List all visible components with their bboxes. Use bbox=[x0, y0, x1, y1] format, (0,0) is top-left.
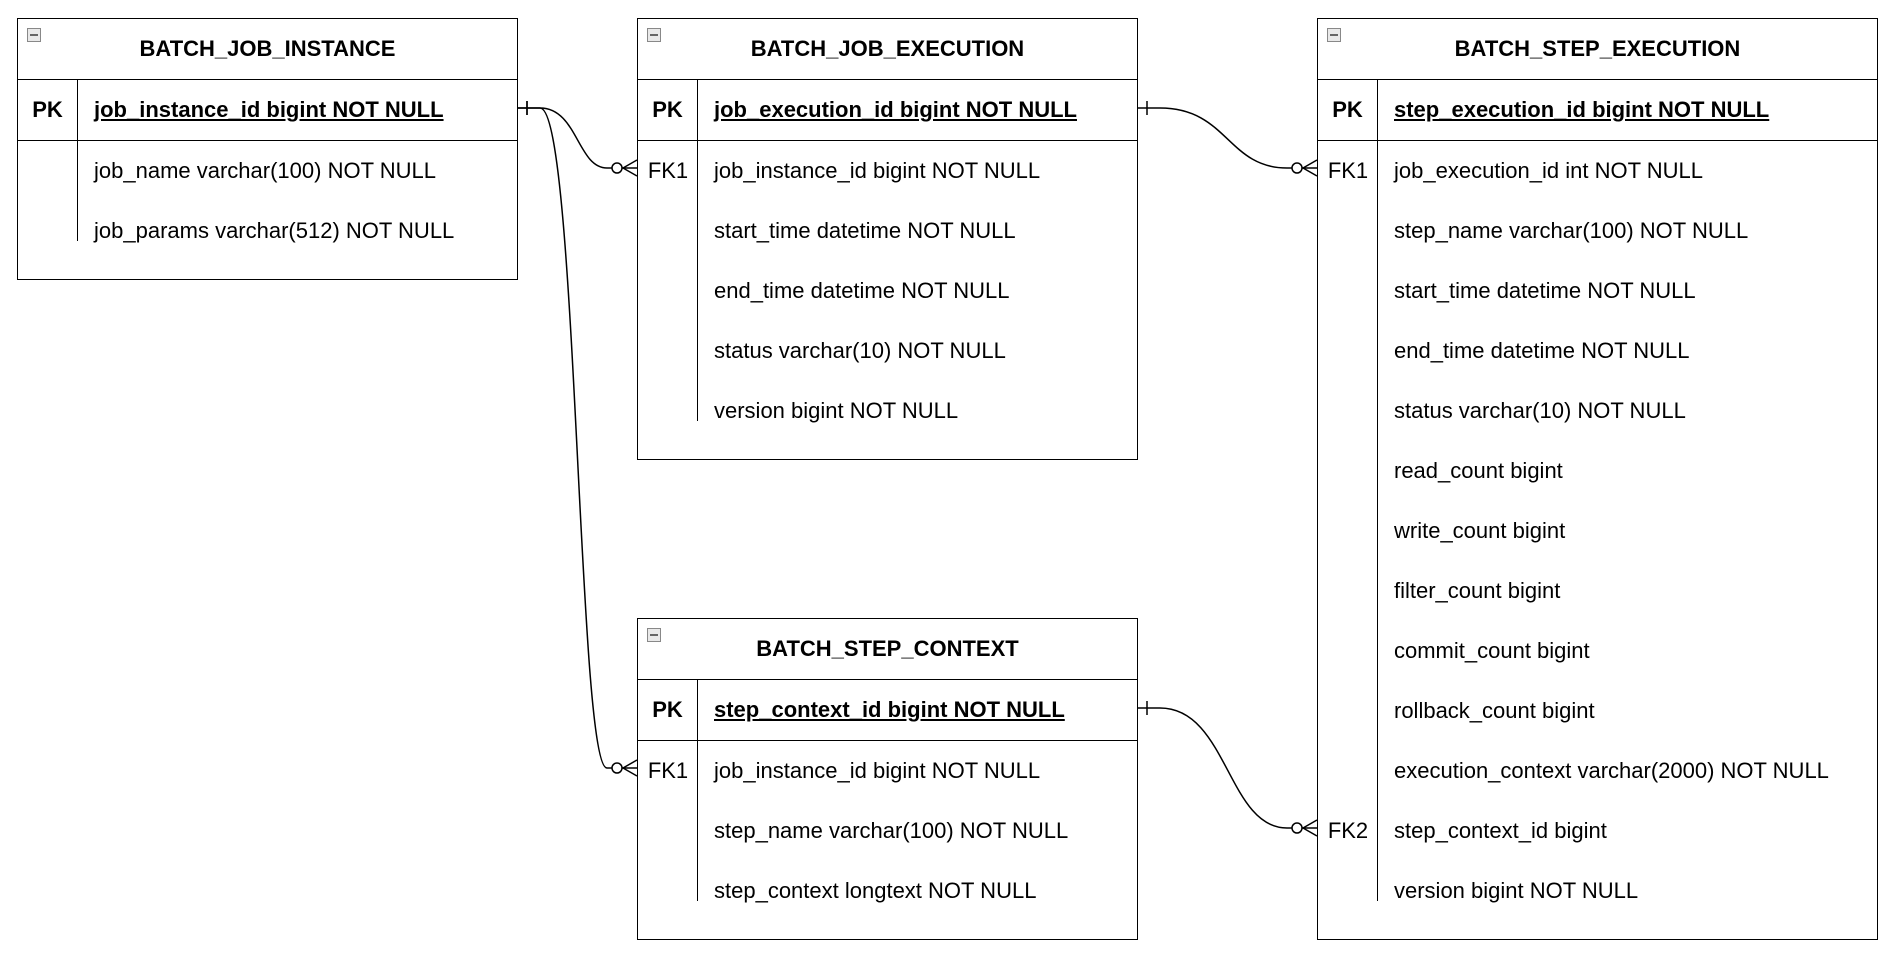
entity-header: BATCH_STEP_EXECUTION bbox=[1318, 19, 1877, 80]
entity-title: BATCH_JOB_INSTANCE bbox=[139, 36, 396, 61]
entity-header: BATCH_JOB_EXECUTION bbox=[638, 19, 1137, 80]
entity-header: BATCH_JOB_INSTANCE bbox=[18, 19, 517, 80]
attribute-text: end_time datetime NOT NULL bbox=[714, 278, 1010, 303]
pk-field: job_instance_id bigint NOT NULL bbox=[94, 97, 444, 122]
attribute-row[interactable]: end_time datetime NOT NULL bbox=[1318, 321, 1877, 381]
attribute-row[interactable]: status varchar(10) NOT NULL bbox=[1318, 381, 1877, 441]
attribute-text: job_name varchar(100) NOT NULL bbox=[94, 158, 436, 183]
attribute-row[interactable]: write_count bigint bbox=[1318, 501, 1877, 561]
attribute-list: FK1 job_execution_id int NOT NULL step_n… bbox=[1318, 141, 1877, 921]
many-cardinality-mark bbox=[622, 759, 638, 777]
attribute-text: status varchar(10) NOT NULL bbox=[1394, 398, 1686, 423]
attribute-row[interactable]: end_time datetime NOT NULL bbox=[638, 261, 1137, 321]
attribute-text: step_context longtext NOT NULL bbox=[714, 878, 1037, 903]
primary-key-row[interactable]: PK step_context_id bigint NOT NULL bbox=[638, 680, 1137, 741]
collapse-icon[interactable] bbox=[647, 28, 661, 42]
pk-label: PK bbox=[638, 680, 698, 740]
attribute-text: step_context_id bigint bbox=[1394, 818, 1607, 843]
key-label: FK1 bbox=[647, 758, 689, 783]
primary-key-row[interactable]: PK job_instance_id bigint NOT NULL bbox=[18, 80, 517, 141]
key-label: FK1 bbox=[647, 158, 689, 183]
attribute-row[interactable]: step_context longtext NOT NULL bbox=[638, 861, 1137, 921]
attribute-text: commit_count bigint bbox=[1394, 638, 1590, 663]
pk-field: step_execution_id bigint NOT NULL bbox=[1394, 97, 1770, 122]
attribute-row[interactable]: version bigint NOT NULL bbox=[638, 381, 1137, 441]
zero-cardinality-mark bbox=[611, 762, 623, 774]
key-label: FK1 bbox=[1327, 158, 1369, 183]
attribute-row[interactable]: execution_context varchar(2000) NOT NULL bbox=[1318, 741, 1877, 801]
pk-label: PK bbox=[18, 80, 78, 140]
attribute-row[interactable]: start_time datetime NOT NULL bbox=[1318, 261, 1877, 321]
relationship-line bbox=[518, 107, 637, 169]
entity-header: BATCH_STEP_CONTEXT bbox=[638, 619, 1137, 680]
pk-label: PK bbox=[638, 80, 698, 140]
attribute-text: read_count bigint bbox=[1394, 458, 1563, 483]
attribute-row[interactable]: step_name varchar(100) NOT NULL bbox=[1318, 201, 1877, 261]
many-cardinality-mark bbox=[1302, 159, 1318, 177]
many-cardinality-mark bbox=[1302, 819, 1318, 837]
attribute-row[interactable]: start_time datetime NOT NULL bbox=[638, 201, 1137, 261]
attribute-text: job_execution_id int NOT NULL bbox=[1394, 158, 1703, 183]
entity-batch-job-instance[interactable]: BATCH_JOB_INSTANCE PK job_instance_id bi… bbox=[17, 18, 518, 280]
many-cardinality-mark bbox=[622, 159, 638, 177]
attribute-text: status varchar(10) NOT NULL bbox=[714, 338, 1006, 363]
attribute-text: execution_context varchar(2000) NOT NULL bbox=[1394, 758, 1829, 783]
pk-label: PK bbox=[1318, 80, 1378, 140]
attribute-row[interactable]: job_name varchar(100) NOT NULL bbox=[18, 141, 517, 201]
collapse-icon[interactable] bbox=[1327, 28, 1341, 42]
attribute-text: version bigint NOT NULL bbox=[714, 398, 959, 423]
key-label: FK2 bbox=[1327, 818, 1369, 843]
attribute-row[interactable]: FK1 job_instance_id bigint NOT NULL bbox=[638, 141, 1137, 201]
attribute-row[interactable]: FK1 job_execution_id int NOT NULL bbox=[1318, 141, 1877, 201]
primary-key-row[interactable]: PK job_execution_id bigint NOT NULL bbox=[638, 80, 1137, 141]
attribute-list: FK1 job_instance_id bigint NOT NULL star… bbox=[638, 141, 1137, 441]
entity-batch-step-execution[interactable]: BATCH_STEP_EXECUTION PK step_execution_i… bbox=[1317, 18, 1878, 940]
pk-field: job_execution_id bigint NOT NULL bbox=[714, 97, 1077, 122]
attribute-text: job_instance_id bigint NOT NULL bbox=[714, 758, 1041, 783]
relationship-line bbox=[518, 107, 637, 769]
attribute-row[interactable]: filter_count bigint bbox=[1318, 561, 1877, 621]
attribute-text: step_name varchar(100) NOT NULL bbox=[714, 818, 1069, 843]
attribute-text: step_name varchar(100) NOT NULL bbox=[1394, 218, 1749, 243]
attribute-text: write_count bigint bbox=[1394, 518, 1566, 543]
attribute-row[interactable]: job_params varchar(512) NOT NULL bbox=[18, 201, 517, 261]
attribute-row[interactable]: FK2 step_context_id bigint bbox=[1318, 801, 1877, 861]
attribute-text: job_instance_id bigint NOT NULL bbox=[714, 158, 1041, 183]
attribute-row[interactable]: FK1 job_instance_id bigint NOT NULL bbox=[638, 741, 1137, 801]
collapse-icon[interactable] bbox=[647, 628, 661, 642]
entity-batch-step-context[interactable]: BATCH_STEP_CONTEXT PK step_context_id bi… bbox=[637, 618, 1138, 940]
attribute-list: job_name varchar(100) NOT NULL job_param… bbox=[18, 141, 517, 261]
relationship-line bbox=[1138, 707, 1317, 829]
attribute-row[interactable]: status varchar(10) NOT NULL bbox=[638, 321, 1137, 381]
attribute-row[interactable]: version bigint NOT NULL bbox=[1318, 861, 1877, 921]
attribute-row[interactable]: step_name varchar(100) NOT NULL bbox=[638, 801, 1137, 861]
entity-title: BATCH_STEP_CONTEXT bbox=[756, 636, 1019, 661]
attribute-list: FK1 job_instance_id bigint NOT NULL step… bbox=[638, 741, 1137, 921]
primary-key-row[interactable]: PK step_execution_id bigint NOT NULL bbox=[1318, 80, 1877, 141]
attribute-text: version bigint NOT NULL bbox=[1394, 878, 1639, 903]
pk-field: step_context_id bigint NOT NULL bbox=[714, 697, 1065, 722]
entity-title: BATCH_JOB_EXECUTION bbox=[750, 36, 1025, 61]
zero-cardinality-mark bbox=[611, 162, 623, 174]
attribute-text: start_time datetime NOT NULL bbox=[714, 218, 1016, 243]
entity-title: BATCH_STEP_EXECUTION bbox=[1454, 36, 1741, 61]
attribute-row[interactable]: read_count bigint bbox=[1318, 441, 1877, 501]
attribute-text: start_time datetime NOT NULL bbox=[1394, 278, 1696, 303]
attribute-text: filter_count bigint bbox=[1394, 578, 1561, 603]
relationship-line bbox=[1138, 107, 1317, 169]
entity-batch-job-execution[interactable]: BATCH_JOB_EXECUTION PK job_execution_id … bbox=[637, 18, 1138, 460]
attribute-text: end_time datetime NOT NULL bbox=[1394, 338, 1690, 363]
attribute-text: rollback_count bigint bbox=[1394, 698, 1595, 723]
zero-cardinality-mark bbox=[1291, 162, 1303, 174]
attribute-row[interactable]: rollback_count bigint bbox=[1318, 681, 1877, 741]
collapse-icon[interactable] bbox=[27, 28, 41, 42]
zero-cardinality-mark bbox=[1291, 822, 1303, 834]
attribute-row[interactable]: commit_count bigint bbox=[1318, 621, 1877, 681]
attribute-text: job_params varchar(512) NOT NULL bbox=[94, 218, 455, 243]
